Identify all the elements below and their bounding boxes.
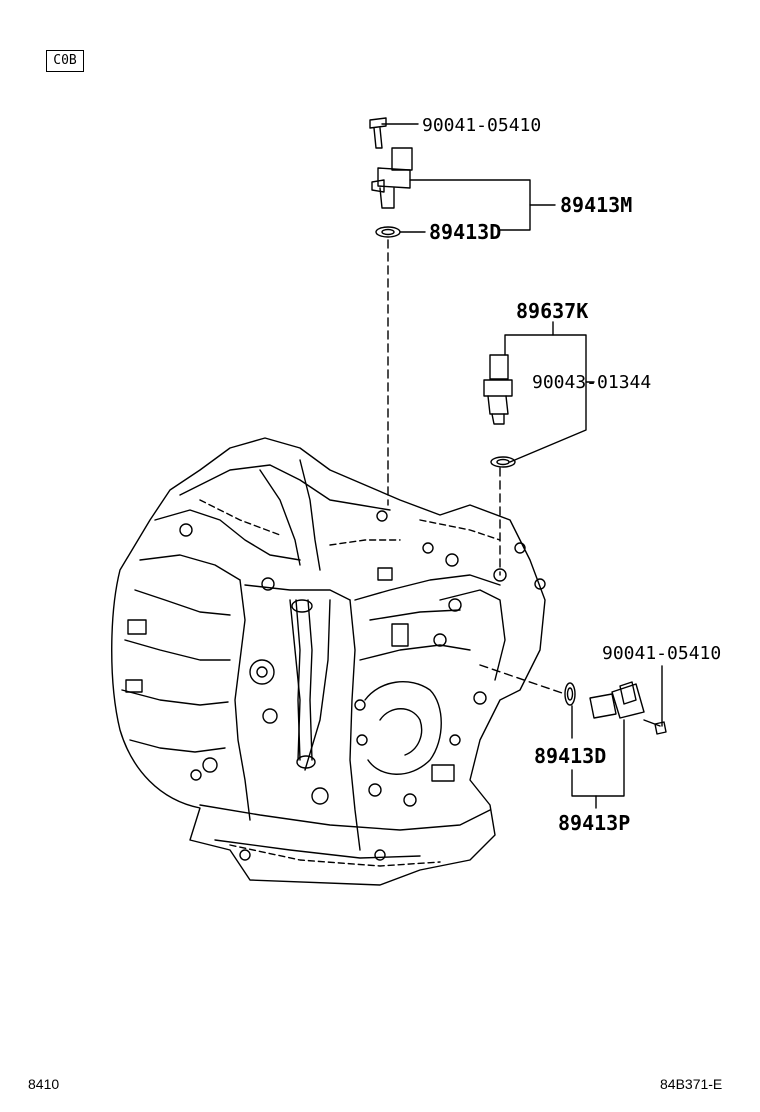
speed-sensor-right-icon	[589, 681, 645, 719]
part-label-sensor-assy-top: 89413M	[560, 193, 632, 217]
pressure-switch-icon	[483, 354, 513, 425]
leader-lines	[381, 123, 663, 809]
o-ring-right-icon	[564, 682, 576, 706]
page-ref: 8410	[28, 1076, 60, 1092]
bolt-right-icon	[643, 719, 667, 735]
part-label-sensor-assy-right: 89413P	[558, 811, 630, 835]
section-code-box: C0B	[46, 50, 84, 72]
part-label-switch-assy: 89637K	[516, 299, 588, 323]
alignment-lines	[387, 239, 566, 695]
gasket-icon	[490, 456, 516, 468]
transaxle-housing-icon	[111, 437, 546, 886]
figure-id: 84B371-E	[660, 1076, 723, 1092]
speed-sensor-top-icon	[371, 147, 413, 209]
bolt-top-icon	[369, 117, 387, 149]
part-label-oring-top: 89413D	[429, 220, 501, 244]
part-label-bolt-right: 90041-05410	[602, 643, 721, 664]
part-label-switch-gasket: 90043-01344	[532, 372, 651, 393]
part-label-bolt-top: 90041-05410	[422, 115, 541, 136]
part-label-oring-right: 89413D	[534, 744, 606, 768]
o-ring-top-icon	[375, 226, 401, 238]
